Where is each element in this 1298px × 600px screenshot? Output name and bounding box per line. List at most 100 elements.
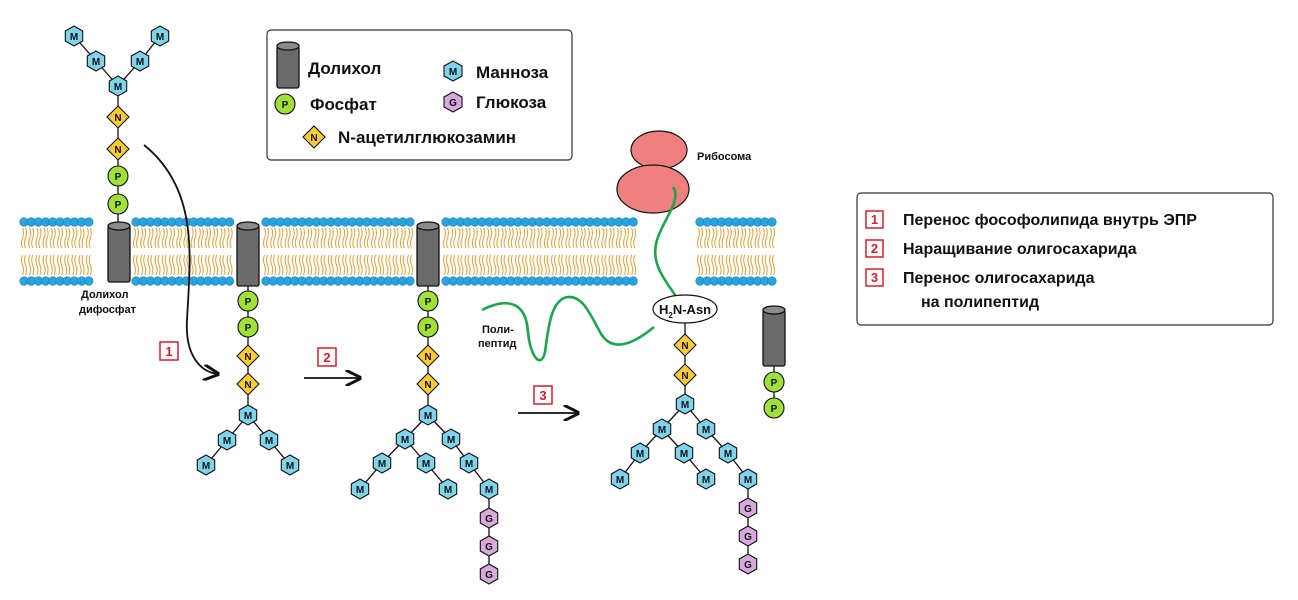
mannose-residue-icon: M	[610, 468, 630, 490]
legend-phosphate-icon: P	[274, 93, 296, 115]
mannose-symbol: M	[223, 436, 231, 447]
step-1-number: 1	[165, 344, 172, 359]
mannose-symbol: M	[724, 449, 732, 460]
glucose-symbol: G	[744, 504, 752, 515]
polypeptide-chain	[481, 186, 678, 362]
mannose-residue-icon: M	[130, 50, 150, 72]
glcnac-symbol: N	[244, 352, 251, 363]
mannose-symbol: M	[401, 435, 409, 446]
step-3-number: 3	[539, 388, 546, 403]
step-3-badge: 3	[533, 385, 553, 405]
step-2-number: 2	[323, 350, 330, 365]
legend-glcnac-symbol: N	[310, 133, 317, 144]
glucose-residue-icon: G	[479, 563, 499, 585]
glcnac-residue-icon: N	[236, 372, 260, 396]
mannose-residue-icon: M	[64, 25, 84, 47]
legend: Долихол P Фосфат N N-ацетилглюкозамин M …	[266, 29, 573, 161]
steps-legend-text-3-line2: на полипептид	[921, 294, 1039, 311]
legend-glucose-icon: G	[443, 91, 463, 113]
glcnac-residue-icon: N	[673, 363, 697, 387]
glcnac-symbol: N	[114, 113, 121, 124]
polypeptide-label-2: пептид	[478, 338, 517, 350]
mannose-residue-icon: M	[418, 404, 438, 426]
mannose-residue-icon: M	[372, 452, 392, 474]
step-1-badge: 1	[159, 341, 179, 361]
mannose-residue-icon: M	[674, 442, 694, 464]
h2n-asn-h: H2N-Asn	[659, 302, 711, 320]
mannose-symbol: M	[681, 400, 689, 411]
phosphate-residue-icon: P	[763, 371, 785, 393]
polypeptide-label-1: Поли-	[482, 324, 514, 336]
phosphate-residue-icon: P	[763, 397, 785, 419]
steps-legend-num-1: 1	[871, 212, 878, 227]
legend-phosphate-symbol: P	[282, 100, 289, 111]
phosphate-symbol: P	[771, 378, 778, 389]
legend-glucose-symbol: G	[449, 98, 457, 109]
steps-legend-badge-2	[865, 239, 884, 258]
glucose-symbol: G	[744, 532, 752, 543]
legend-glcnac-label: N-ацетилглюкозамин	[338, 128, 516, 147]
mannose-symbol: M	[136, 57, 144, 68]
membrane-segment	[441, 217, 638, 286]
mannose-symbol: M	[702, 425, 710, 436]
mannose-symbol: M	[92, 57, 100, 68]
ribosome	[616, 130, 690, 214]
membrane-segment	[261, 217, 415, 286]
legend-mannose-symbol: M	[449, 67, 457, 78]
mannose-symbol: M	[265, 436, 273, 447]
mannose-symbol: M	[114, 82, 122, 93]
mannose-residue-icon: M	[350, 478, 370, 500]
legend-dolichol-label: Долихол	[308, 59, 381, 78]
mannose-residue-icon: M	[438, 478, 458, 500]
mannose-residue-icon: M	[217, 429, 237, 451]
phosphate-symbol: P	[115, 200, 122, 211]
dolichol-diphosphate-label-2: дифосфат	[79, 304, 137, 316]
steps-legend-num-2: 2	[871, 241, 878, 256]
mannose-residue-icon: M	[196, 454, 216, 476]
mannose-residue-icon: M	[441, 428, 461, 450]
phosphate-residue-icon: P	[237, 290, 259, 312]
step-2-badge: 2	[317, 347, 337, 367]
ribosome-small-subunit	[630, 130, 688, 170]
mannose-symbol: M	[444, 485, 452, 496]
glucose-residue-icon: G	[738, 497, 758, 519]
mannose-symbol: M	[616, 475, 624, 486]
glucose-residue-icon: G	[738, 525, 758, 547]
legend-glucose-label: Глюкоза	[476, 93, 547, 112]
step-1-arrow	[143, 144, 218, 374]
mannose-symbol: M	[465, 459, 473, 470]
steps-legend-badge-3	[865, 268, 884, 287]
glucose-symbol: G	[485, 514, 493, 525]
glucose-symbol: G	[744, 560, 752, 571]
glcnac-residue-icon: N	[106, 137, 130, 161]
phosphate-symbol: P	[245, 323, 252, 334]
mannose-symbol: M	[156, 32, 164, 43]
mannose-residue-icon: M	[718, 442, 738, 464]
mannose-residue-icon: M	[259, 429, 279, 451]
mannose-residue-icon: M	[696, 418, 716, 440]
legend-mannose-label: Манноза	[476, 63, 549, 82]
legend-glcnac-icon: N	[302, 125, 326, 149]
glcnac-residue-icon: N	[106, 105, 130, 129]
steps-legend-text-2: Наращивание олигосахарида	[903, 241, 1137, 258]
mannose-residue-icon: M	[416, 452, 436, 474]
mannose-symbol: M	[424, 411, 432, 422]
mannose-symbol: M	[244, 411, 252, 422]
mannose-residue-icon: M	[108, 75, 128, 97]
glucose-residue-icon: G	[738, 553, 758, 575]
mannose-residue-icon: M	[652, 418, 672, 440]
phosphate-symbol: P	[115, 172, 122, 183]
dolichol-icon	[236, 221, 260, 287]
phosphate-symbol: P	[425, 323, 432, 334]
mannose-symbol: M	[702, 475, 710, 486]
dolichol-icon	[416, 221, 440, 287]
phosphate-residue-icon: P	[107, 165, 129, 187]
dolichol-anchors	[107, 221, 786, 367]
glucose-symbol: G	[485, 570, 493, 581]
glcnac-residue-icon: N	[673, 333, 697, 357]
mannose-residue-icon: M	[738, 468, 758, 490]
mannose-residue-icon: M	[238, 404, 258, 426]
phosphate-symbol: P	[771, 404, 778, 415]
